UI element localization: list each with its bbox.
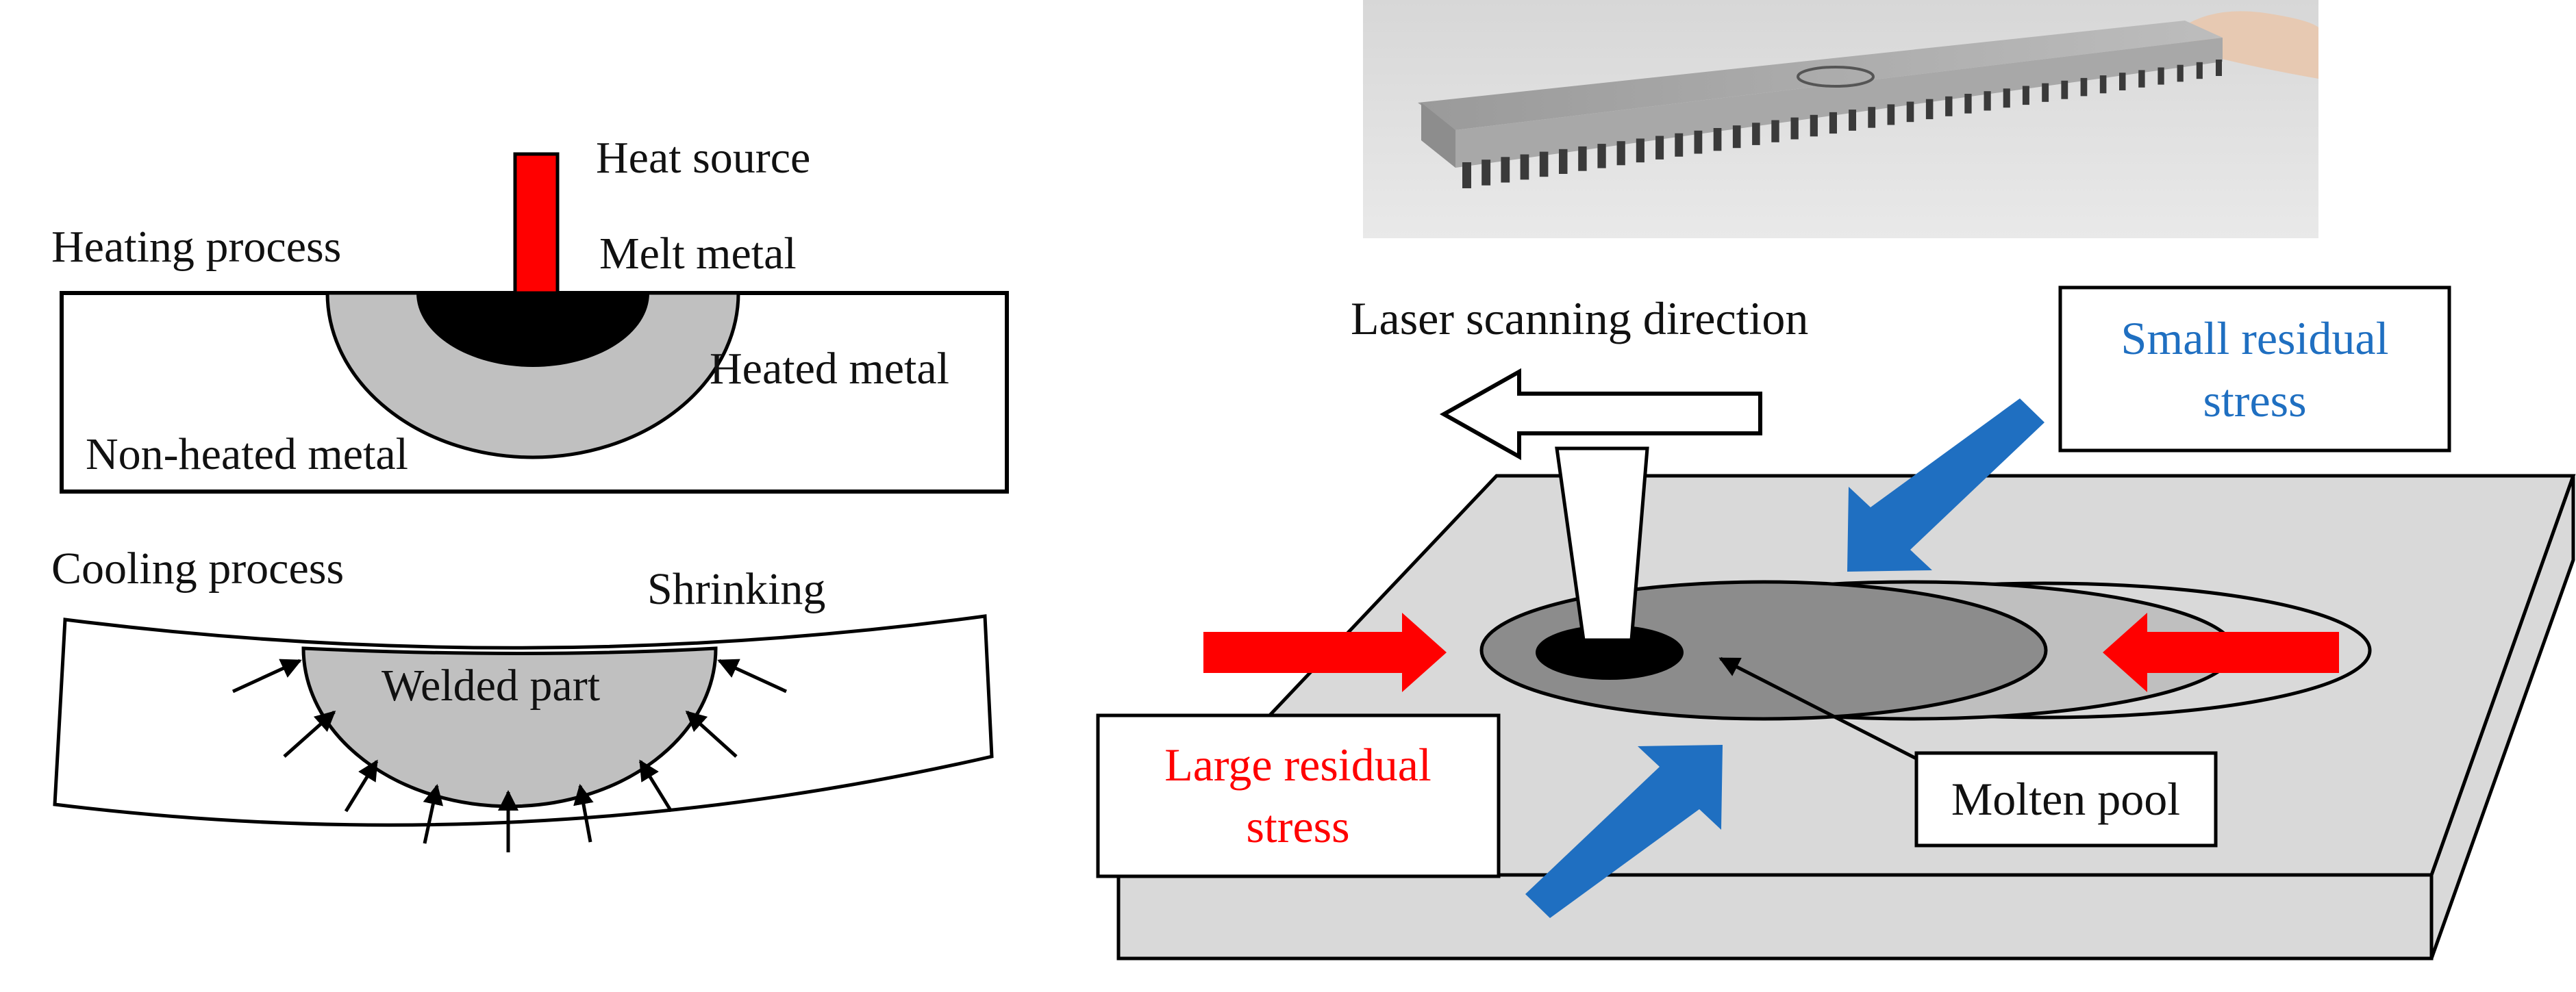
plate-front-face	[1116, 873, 2434, 961]
sample-tooth	[2158, 67, 2164, 85]
sample-tooth	[1520, 154, 1529, 180]
sample-bar-front	[1421, 103, 1455, 168]
sample-tooth	[1964, 94, 1972, 114]
sample-logo	[1797, 66, 1875, 88]
sample-tooth	[2216, 60, 2222, 76]
sample-tooth	[2042, 83, 2049, 102]
molten-pool-box	[1914, 751, 2218, 848]
sample-tooth	[1636, 138, 1645, 163]
sample-bar-top	[1418, 21, 2223, 130]
laser-panel: Laser scanning direction Small residual …	[1096, 285, 2576, 961]
shrink-arrow	[717, 659, 788, 694]
shrink-arrow	[344, 759, 379, 813]
large-stress-line1: Large residual	[1164, 739, 1431, 791]
cooling-panel: Cooling process Shrinking Welded part	[51, 544, 994, 852]
sample-tooth	[1616, 141, 1625, 166]
sample-tooth	[1810, 114, 1818, 137]
shrink-arrow	[638, 759, 673, 813]
sample-tooth	[1462, 162, 1471, 188]
sample-tooth	[2022, 86, 2029, 105]
heated-metal-label: Heated metal	[710, 344, 949, 394]
sample-tooth	[1984, 91, 1991, 111]
sample-tooth	[2003, 88, 2010, 108]
shrink-arrow	[685, 710, 738, 758]
sample-tooth	[2080, 77, 2088, 97]
small-stress-line2: stress	[2203, 374, 2306, 427]
sample-photo	[1363, 0, 2318, 238]
welded-part-label: Welded part	[382, 661, 600, 711]
molten-pool-label: Molten pool	[1951, 773, 2180, 825]
small-stress-arrow-top	[1847, 398, 2044, 572]
shrink-arrow	[232, 659, 302, 694]
cooling-process-title: Cooling process	[51, 544, 344, 594]
sample-tooth	[1501, 157, 1510, 183]
small-stress-line1: Small residual	[2121, 312, 2389, 364]
shrink-arrow	[573, 784, 594, 843]
finger	[2181, 11, 2318, 79]
small-stress-arrow-bottom	[1525, 745, 1723, 918]
heat-source-bar	[513, 152, 560, 295]
sample-tooth	[1868, 107, 1876, 128]
sample-tooth	[2196, 62, 2203, 79]
sample-tooth	[1597, 144, 1606, 168]
shrink-arrow	[283, 711, 336, 758]
sample-tooth	[1906, 101, 1914, 123]
sample-tooth	[1925, 99, 1934, 120]
shrink-arrow	[423, 784, 444, 844]
sample-tooth	[1713, 128, 1722, 151]
large-stress-line2: stress	[1246, 800, 1349, 852]
sample-tooth	[1790, 117, 1799, 140]
heat-source-label: Heat source	[596, 133, 810, 183]
melt-zone	[416, 293, 649, 367]
non-heated-metal-label: Non-heated metal	[86, 429, 408, 479]
scan-direction-label: Laser scanning direction	[1351, 292, 1808, 344]
sample-tooth	[1675, 133, 1684, 157]
heating-panel: Heat source Heating process Melt metal H…	[51, 133, 1009, 494]
sample-tooth	[1752, 123, 1760, 145]
sample-tooth	[1887, 104, 1895, 125]
large-stress-arrow-right	[2103, 613, 2339, 692]
large-stress-arrow-left	[1203, 613, 1447, 692]
sample-tooth	[2177, 64, 2184, 82]
sample-tooth	[1578, 146, 1587, 171]
melt-metal-label: Melt metal	[599, 229, 797, 279]
sample-tooth	[2138, 70, 2145, 88]
heated-zone	[325, 291, 740, 459]
sample-tooth	[1829, 112, 1837, 134]
shrink-arrows	[232, 659, 788, 852]
welded-part	[301, 646, 718, 809]
sample-tooth	[1694, 130, 1703, 154]
sample-teeth	[1462, 60, 2222, 188]
sample-tooth	[1771, 120, 1779, 142]
sample-tooth	[1732, 125, 1741, 149]
heating-process-title: Heating process	[51, 222, 341, 272]
scan-direction-arrow	[1439, 368, 1762, 461]
sample-tooth	[1559, 149, 1568, 174]
small-stress-box	[2058, 285, 2451, 453]
sample-tooth	[2061, 80, 2068, 99]
sample-tooth	[1481, 160, 1491, 186]
large-stress-box	[1096, 713, 1501, 878]
sample-tooth	[2119, 73, 2126, 90]
shrinking-label: Shrinking	[647, 564, 825, 614]
sample-tooth	[2099, 75, 2107, 94]
sample-tooth	[1655, 136, 1664, 160]
sample-tooth	[1539, 151, 1549, 177]
sample-tooth	[1849, 110, 1856, 131]
sample-bar-side	[1455, 38, 2223, 168]
sample-tooth	[1945, 96, 1953, 116]
laser-nozzle	[1555, 446, 1649, 642]
melt-spot	[1536, 625, 1684, 680]
